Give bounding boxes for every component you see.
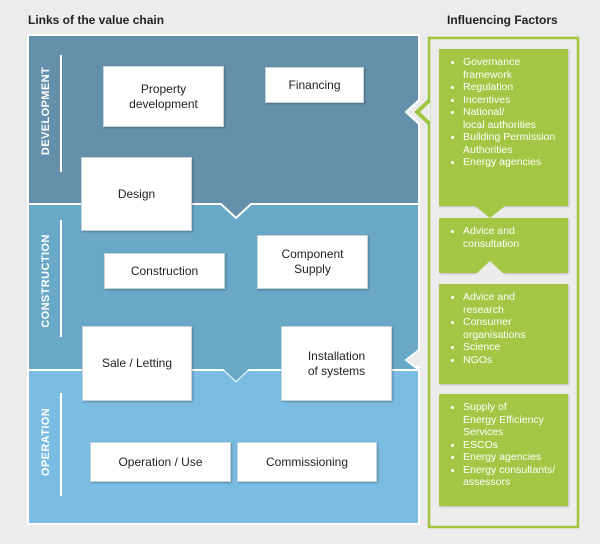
factor-item: ESCOs	[449, 439, 564, 452]
factor-item: Advice and research	[449, 291, 564, 316]
phase-label-construction: CONSTRUCTION	[40, 234, 52, 328]
operation-notch	[221, 367, 251, 381]
factor-item: Incentives	[449, 94, 564, 107]
step-property-development: Property development	[103, 66, 224, 127]
factor-item: Energy agencies	[449, 451, 564, 464]
card-connector	[475, 261, 505, 275]
phase-label-development: DEVELOPMENT	[40, 66, 52, 156]
card-connector	[475, 206, 505, 218]
factors-research-card: Advice and research Consumer organisatio…	[439, 284, 568, 384]
step-construction: Construction	[104, 253, 225, 289]
construction-divider	[60, 220, 62, 337]
factor-item: Regulation	[449, 81, 564, 94]
phase-label-operation: OPERATION	[40, 407, 52, 477]
step-design: Design	[81, 157, 192, 231]
step-sale-letting: Sale / Letting	[82, 326, 192, 401]
development-divider	[60, 55, 62, 172]
factor-item: Consumer organisations	[449, 316, 564, 341]
operation-divider	[60, 393, 62, 496]
factor-item: National/ local authorities	[449, 106, 564, 131]
factors-advice-card: Advice and consultation	[439, 218, 568, 273]
influencing-factors-header: Influencing Factors	[447, 13, 558, 27]
factor-item: Supply of Energy Efficiency Services	[449, 401, 564, 439]
step-commissioning: Commissioning	[237, 442, 377, 482]
factor-item: NGOs	[449, 354, 564, 367]
factor-item: Building Permission Authorities	[449, 131, 564, 156]
factor-item: Governance framework	[449, 56, 564, 81]
factors-governance-card: Governance framework Regulation Incentiv…	[439, 49, 568, 206]
step-financing: Financing	[265, 67, 364, 103]
factor-item: Advice and consultation	[449, 225, 564, 250]
factors-services-card: Supply of Energy Efficiency Services ESC…	[439, 394, 568, 506]
factor-item: Energy consultants/ assessors	[449, 464, 564, 489]
factors-pointer	[414, 99, 430, 125]
factor-item: Energy agencies	[449, 156, 564, 169]
factors-frame	[427, 36, 580, 529]
step-component-supply: Component Supply	[257, 235, 368, 289]
step-operation-use: Operation / Use	[90, 442, 231, 482]
value-chain-header: Links of the value chain	[28, 13, 165, 27]
factor-item: Science	[449, 341, 564, 354]
step-installation: Installation of systems	[281, 326, 392, 401]
